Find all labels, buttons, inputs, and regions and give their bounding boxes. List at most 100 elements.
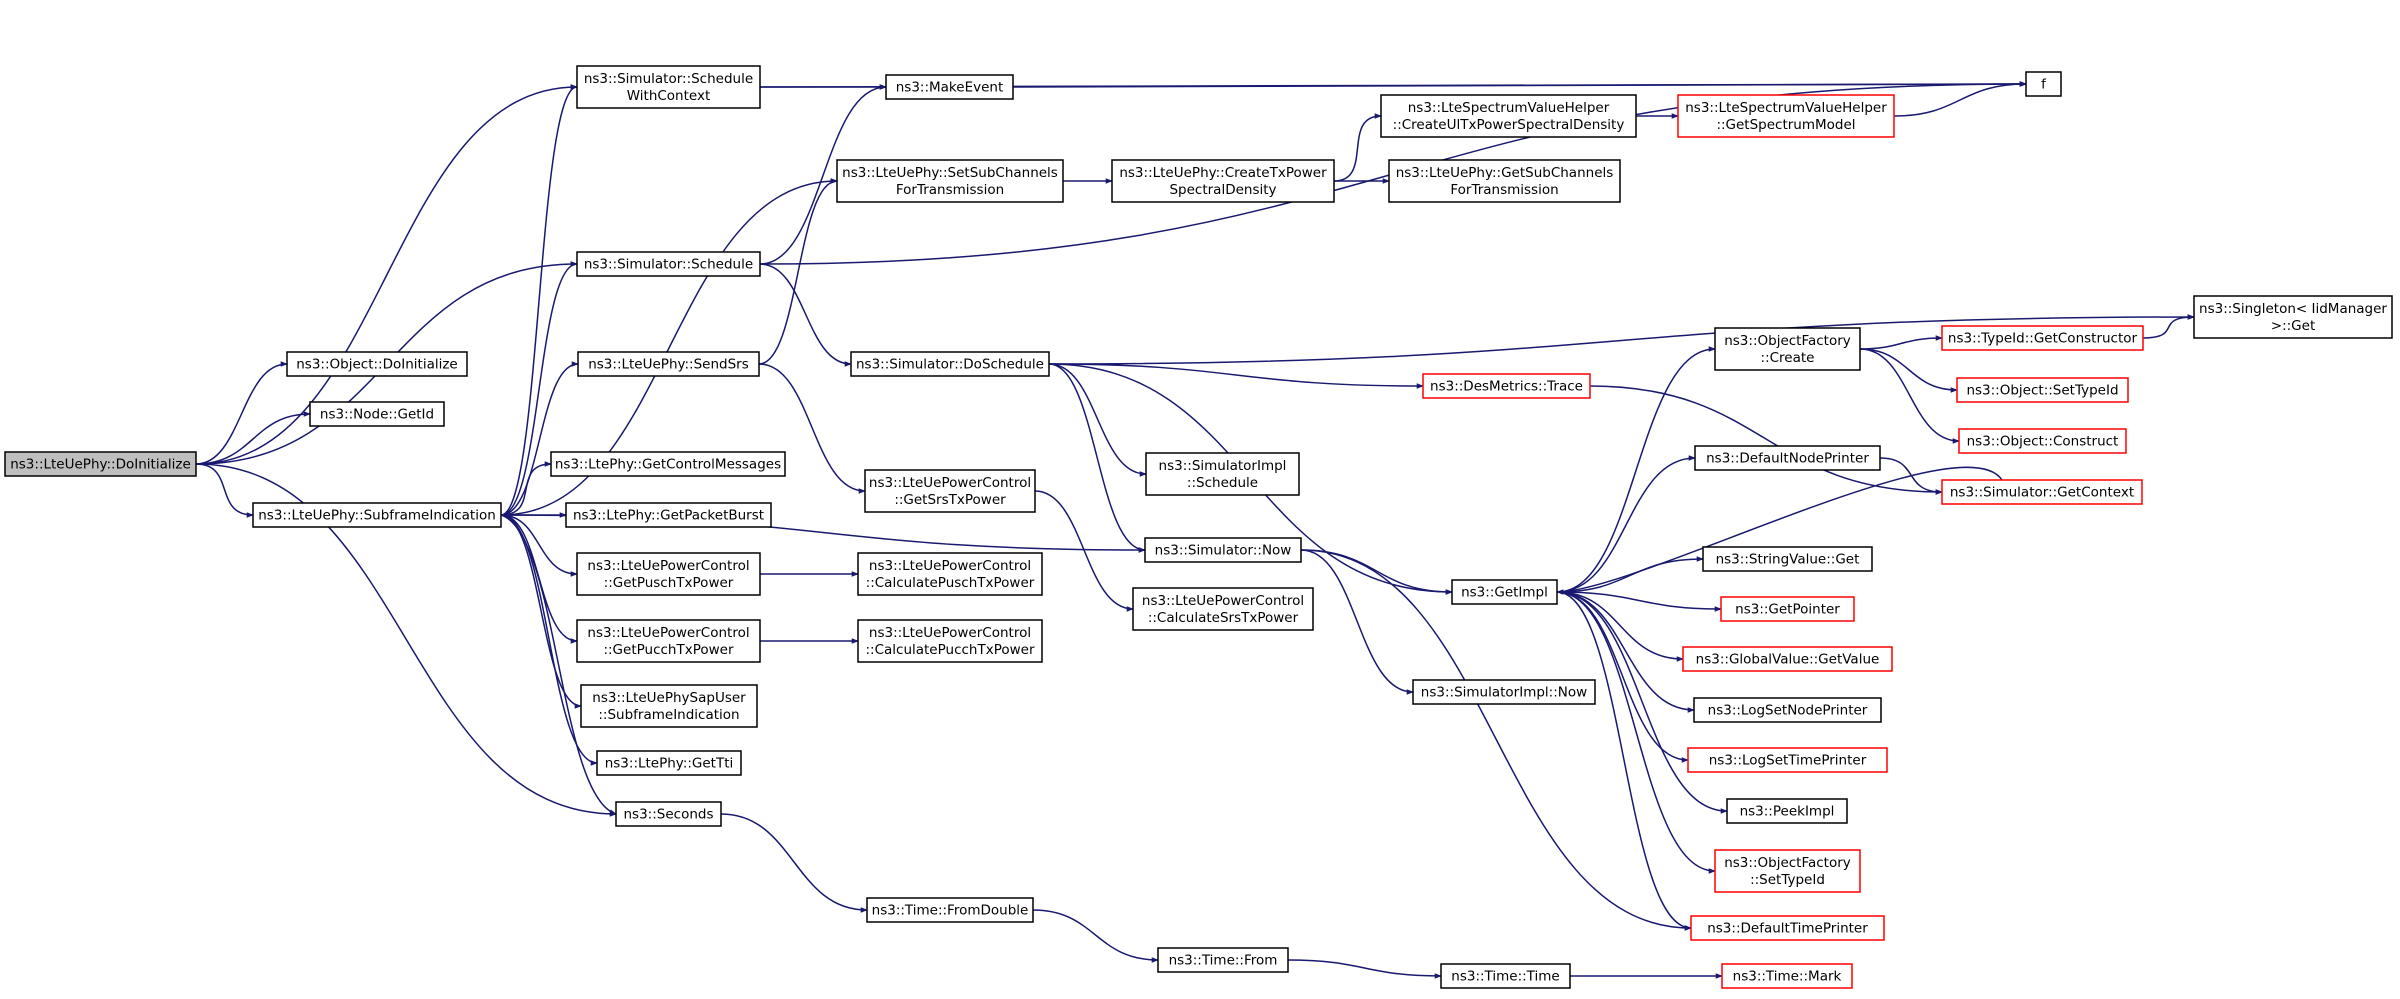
edge bbox=[195, 463, 254, 518]
edge-getcontext-to-getimpl bbox=[1556, 466, 2003, 595]
node-seconds[interactable]: ns3::Seconds bbox=[615, 801, 722, 827]
node-setsubch[interactable]: ns3::LteUePhy::SetSubChannelsForTransmis… bbox=[836, 159, 1064, 203]
node-getctor[interactable]: ns3::TypeId::GetConstructor bbox=[1941, 325, 2144, 351]
edge bbox=[758, 363, 866, 494]
node-label: ns3::DesMetrics::Trace bbox=[1430, 379, 1583, 395]
node-label: ns3::SimulatorImpl bbox=[1159, 458, 1287, 474]
node-label: ::CalculateSrsTxPower bbox=[1148, 610, 1299, 626]
node-label: ns3::LtePhy::GetControlMessages bbox=[555, 457, 781, 473]
node-box bbox=[1422, 373, 1591, 399]
node-objconstruct[interactable]: ns3::Object::Construct bbox=[1958, 428, 2127, 454]
node-label: ns3::Time::FromDouble bbox=[872, 903, 1029, 919]
node-sched[interactable]: ns3::Simulator::Schedule bbox=[576, 251, 761, 277]
node-globalvalue[interactable]: ns3::GlobalValue::GetValue bbox=[1682, 646, 1893, 672]
node-label: ns3::GlobalValue::GetValue bbox=[1696, 652, 1880, 668]
node-label: ns3::Simulator::GetContext bbox=[1950, 485, 2134, 501]
node-desmetrics[interactable]: ns3::DesMetrics::Trace bbox=[1422, 373, 1591, 399]
node-objfactcreate[interactable]: ns3::ObjectFactory::Create bbox=[1714, 327, 1861, 371]
node-box bbox=[252, 502, 502, 528]
edge bbox=[1048, 363, 1147, 477]
node-getspecmodel[interactable]: ns3::LteSpectrumValueHelper::GetSpectrum… bbox=[1677, 94, 1895, 138]
node-label: ns3::Time::Time bbox=[1451, 969, 1559, 985]
edge bbox=[500, 514, 617, 815]
node-getpkt[interactable]: ns3::LtePhy::GetPacketBurst bbox=[565, 502, 772, 528]
node-label: ::GetPucchTxPower bbox=[603, 642, 734, 658]
node-getid[interactable]: ns3::Node::GetId bbox=[309, 401, 445, 427]
node-stringvalue[interactable]: ns3::StringValue::Get bbox=[1702, 546, 1873, 572]
node-sapuser[interactable]: ns3::LteUePhySapUser::SubframeIndication bbox=[580, 684, 758, 728]
node-doschedule[interactable]: ns3::Simulator::DoSchedule bbox=[850, 351, 1050, 377]
node-objfactsettype[interactable]: ns3::ObjectFactory::SetTypeId bbox=[1714, 849, 1861, 893]
node-label: ::SetTypeId bbox=[1750, 872, 1825, 888]
edge bbox=[500, 361, 579, 516]
node-createtx[interactable]: ns3::LteUePhy::CreateTxPowerSpectralDens… bbox=[1111, 159, 1335, 203]
node-logsettime[interactable]: ns3::LogSetTimePrinter bbox=[1687, 747, 1888, 773]
node-box bbox=[615, 801, 722, 827]
node-simimplnow[interactable]: ns3::SimulatorImpl::Now bbox=[1412, 679, 1596, 705]
node-root[interactable]: ns3::LteUePhy::DoInitialize bbox=[4, 451, 197, 477]
node-label: ns3::GetImpl bbox=[1461, 585, 1548, 601]
node-sendsrs[interactable]: ns3::LteUePhy::SendSrs bbox=[577, 351, 760, 377]
edge bbox=[1556, 591, 1722, 612]
node-getsubch[interactable]: ns3::LteUePhy::GetSubChannelsForTransmis… bbox=[1388, 159, 1621, 203]
edge bbox=[500, 178, 838, 516]
node-timemark[interactable]: ns3::Time::Mark bbox=[1721, 963, 1853, 989]
node-now[interactable]: ns3::Simulator::Now bbox=[1144, 537, 1302, 563]
edge-subframe-to-seconds bbox=[500, 514, 617, 815]
node-calcpucch[interactable]: ns3::LteUePowerControl::CalculatePucchTx… bbox=[857, 619, 1043, 663]
edge bbox=[1893, 81, 2027, 117]
edge-getimpl-to-objfactsettype bbox=[1556, 591, 1716, 874]
edge-sendsrs-to-setsubch bbox=[758, 178, 838, 365]
node-deftimeprinter[interactable]: ns3::DefaultTimePrinter bbox=[1690, 915, 1885, 941]
node-label: ns3::DefaultTimePrinter bbox=[1707, 921, 1868, 937]
edge-objfactcreate-to-getctor bbox=[1859, 335, 1943, 350]
node-defnodeprinter[interactable]: ns3::DefaultNodePrinter bbox=[1694, 445, 1881, 471]
node-label: ns3::LteUePowerControl bbox=[869, 558, 1031, 574]
node-getpucch[interactable]: ns3::LteUePowerControl::GetPucchTxPower bbox=[576, 619, 761, 663]
node-timefrom[interactable]: ns3::Time::From bbox=[1157, 947, 1289, 973]
node-box bbox=[577, 351, 760, 377]
node-box bbox=[1388, 159, 1621, 203]
node-getctrl[interactable]: ns3::LtePhy::GetControlMessages bbox=[550, 451, 786, 477]
node-label: ns3::LteSpectrumValueHelper bbox=[1685, 100, 1887, 116]
node-box bbox=[1412, 679, 1596, 705]
node-getcontext[interactable]: ns3::Simulator::GetContext bbox=[1941, 479, 2143, 505]
node-timetime[interactable]: ns3::Time::Time bbox=[1440, 963, 1571, 989]
node-label: ::CalculatePuschTxPower bbox=[866, 575, 1035, 591]
node-label: ns3::Simulator::DoSchedule bbox=[856, 357, 1044, 373]
node-getpointer[interactable]: ns3::GetPointer bbox=[1720, 596, 1855, 622]
node-simimplsched[interactable]: ns3::SimulatorImpl::Schedule bbox=[1145, 452, 1300, 496]
node-label: ::GetSrsTxPower bbox=[894, 492, 1006, 508]
node-getsrs[interactable]: ns3::LteUePowerControl::GetSrsTxPower bbox=[864, 469, 1036, 513]
node-label: ns3::Time::From bbox=[1169, 953, 1278, 969]
node-objinit[interactable]: ns3::Object::DoInitialize bbox=[286, 351, 468, 377]
edge bbox=[1048, 314, 2195, 365]
node-singleton[interactable]: ns3::Singleton< IidManager >::Get bbox=[2193, 295, 2393, 339]
node-fromdouble[interactable]: ns3::Time::FromDouble bbox=[866, 897, 1034, 923]
node-label: ns3::Time::Mark bbox=[1733, 969, 1842, 985]
node-box bbox=[1714, 327, 1861, 371]
edge-getsrs-to-calcsrs bbox=[1034, 490, 1134, 612]
node-peekimpl[interactable]: ns3::PeekImpl bbox=[1726, 798, 1848, 824]
node-box bbox=[1726, 798, 1848, 824]
node-box bbox=[1132, 587, 1314, 631]
edge bbox=[1556, 591, 1728, 814]
node-calcsrs[interactable]: ns3::LteUePowerControl::CalculateSrsTxPo… bbox=[1132, 587, 1314, 631]
node-createul[interactable]: ns3::LteSpectrumValueHelper::CreateUlTxP… bbox=[1380, 94, 1637, 138]
node-label: ns3::LteUePhySapUser bbox=[592, 690, 746, 706]
node-calcpusch[interactable]: ns3::LteUePowerControl::CalculatePuschTx… bbox=[857, 552, 1043, 596]
node-getpusch[interactable]: ns3::LteUePowerControl::GetPuschTxPower bbox=[576, 552, 761, 596]
node-gettti[interactable]: ns3::LtePhy::GetTti bbox=[596, 750, 742, 776]
node-getimpl[interactable]: ns3::GetImpl bbox=[1451, 579, 1558, 605]
node-objsettype[interactable]: ns3::Object::SetTypeId bbox=[1956, 377, 2129, 403]
node-label: ns3::StringValue::Get bbox=[1716, 552, 1860, 568]
node-logsetnode[interactable]: ns3::LogSetNodePrinter bbox=[1693, 697, 1882, 723]
node-label: ns3::MakeEvent bbox=[896, 80, 1004, 96]
node-f[interactable]: f bbox=[2025, 71, 2062, 97]
node-subframe[interactable]: ns3::LteUePhy::SubframeIndication bbox=[252, 502, 502, 528]
edge-createtx-to-createul bbox=[1333, 113, 1382, 182]
node-box bbox=[550, 451, 786, 477]
node-box bbox=[1440, 963, 1571, 989]
node-makeevent[interactable]: ns3::MakeEvent bbox=[885, 74, 1014, 100]
